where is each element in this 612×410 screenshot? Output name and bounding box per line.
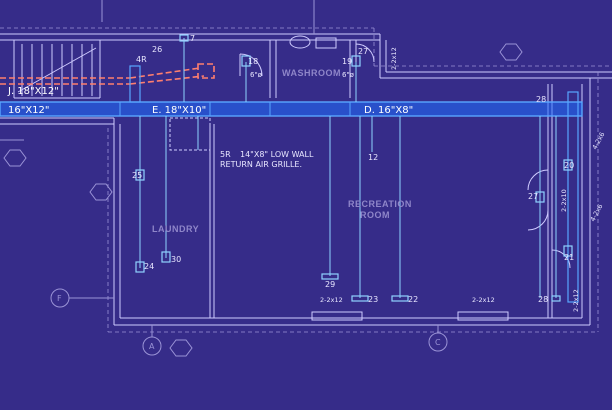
dim-e: 2-2x10 (560, 189, 568, 212)
grid-letters: F A C (57, 294, 441, 351)
outlet-22: 22 (408, 295, 418, 304)
outlet-28b: 28 (538, 295, 548, 304)
room-label-recreation: RECREATION (348, 199, 412, 209)
outlet-27a: 27 (358, 47, 368, 56)
outlet-27b: 27 (528, 192, 538, 201)
outlet-30: 30 (171, 255, 181, 264)
grid-markers (0, 0, 523, 357)
room-label-room: ROOM (360, 210, 390, 220)
outlet-26: 26 (152, 45, 162, 54)
outlet-7: 7 (190, 34, 195, 43)
grid-letter-c: C (435, 338, 441, 347)
riser-label-4r: 4R (136, 55, 147, 64)
dim-a: 2-2x12 (320, 296, 343, 304)
red-supply-duct (0, 63, 215, 85)
dim-c: 2-2x12 (390, 47, 398, 70)
duct-label-e: E. 18"X10" (152, 105, 206, 116)
room-label-washroom: WASHROOM (282, 68, 341, 78)
note-line2: RETURN AIR GRILLE. (220, 160, 302, 169)
outlet-18: 18 (248, 57, 258, 66)
outlet-29: 29 (325, 280, 335, 289)
riser-label-6b: 6"ø (342, 71, 355, 79)
duct-label-d: D. 16"X8" (364, 105, 413, 116)
outlet-numbers: 7 18 19 26 27 25 24 30 12 29 23 22 28 28… (132, 34, 574, 304)
branch-lines (139, 38, 557, 298)
duct-label-left: 16"X12" (8, 105, 50, 116)
grid-letter-f: F (57, 294, 62, 303)
room-label-laundry: LAUNDRY (152, 224, 199, 234)
closet-doors (527, 169, 571, 269)
outlet-28a: 28 (536, 95, 546, 104)
note-line1: 14"X8" LOW WALL (240, 150, 314, 159)
return-grille-box (169, 117, 211, 151)
duct-label-j: J. 18"X12" (7, 86, 59, 97)
walls (0, 33, 612, 326)
outlet-19: 19 (342, 57, 352, 66)
outlet-23: 23 (368, 295, 378, 304)
outlet-20: 20 (564, 161, 574, 170)
outlet-24: 24 (144, 262, 154, 271)
dim-b: 2-2x12 (472, 296, 495, 304)
washroom-fixtures (239, 35, 375, 77)
outlet-21: 21 (564, 253, 574, 262)
windows (311, 311, 509, 321)
stairs (17, 44, 97, 96)
riser-label-6a: 6"ø (250, 71, 263, 79)
note-tag: 5R (220, 150, 231, 159)
dim-d: 2-2x12 (572, 289, 580, 312)
main-trunk-duct (0, 65, 583, 303)
outlet-25: 25 (132, 171, 142, 180)
grid-letter-a: A (149, 342, 155, 351)
registers (135, 34, 573, 302)
outlet-12: 12 (368, 153, 378, 162)
